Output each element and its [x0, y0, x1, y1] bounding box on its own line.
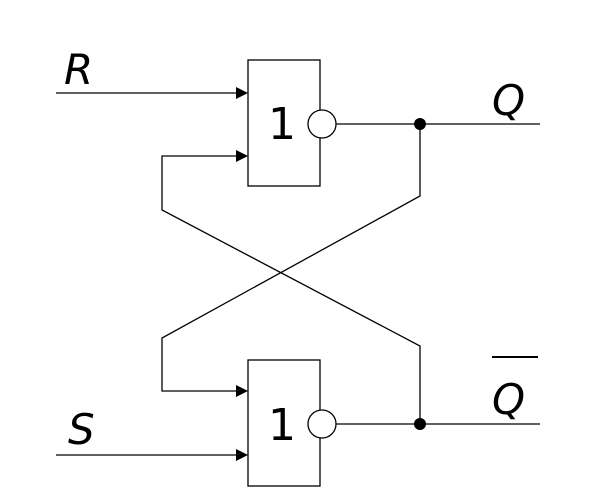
upper-gate-inversion-bubble [307, 109, 337, 139]
label-q-bar: Q [492, 375, 525, 424]
label-r: R [64, 45, 93, 94]
upper-nor-gate: 1 [247, 59, 337, 187]
lower-nor-gate: 1 [247, 359, 337, 487]
lower-gate-inversion-bubble [307, 409, 337, 439]
label-q: Q [492, 76, 525, 125]
r-input-arrow [236, 87, 248, 99]
feedback-upper-arrow [236, 150, 248, 162]
lower-gate-symbol: 1 [268, 400, 296, 451]
feedback-q-bar-to-upper-gate [161, 155, 421, 424]
feedback-lower-arrow [236, 385, 248, 397]
upper-gate-symbol: 1 [268, 99, 296, 150]
feedback-q-to-lower-gate [161, 124, 421, 392]
label-s: S [68, 405, 95, 454]
s-input-arrow [236, 449, 248, 461]
